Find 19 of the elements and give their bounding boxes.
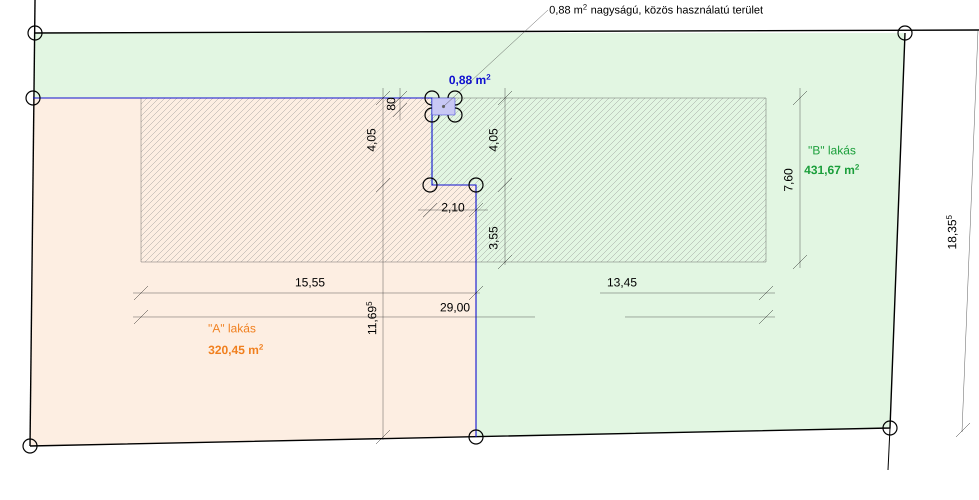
- dimension-label: 4,05: [489, 128, 499, 152]
- dimension-label: 3,55: [489, 226, 499, 250]
- dimension-label: 15,55: [296, 278, 324, 288]
- area-label: 431,67 m$^{2}$: [804, 164, 859, 176]
- unit-label: "B" lakás: [808, 146, 856, 154]
- leader-line: [443, 10, 548, 107]
- dimension-label: 7,60: [784, 168, 794, 192]
- dimension-label: 29,00: [440, 303, 470, 313]
- dimension-label: 13,45: [608, 278, 636, 288]
- area-label: 320,45 m$^{2}$: [208, 344, 264, 356]
- dimension-label: 80: [386, 98, 396, 110]
- shared-area-box: [432, 98, 456, 116]
- note-text: 0,88 m$^{2}$ nagyságú, közös használatú terület: [550, 4, 763, 16]
- dimension-label: 11,69$^{5}$: [366, 302, 378, 334]
- unit-label: "A" lakás: [208, 324, 256, 332]
- area-label: 0,88 m$^{2}$: [449, 74, 490, 86]
- dimension-label: 2,10: [442, 203, 464, 213]
- dimension-label: 4,05: [367, 128, 377, 152]
- dimension-label: 18,35$^{5}$: [946, 215, 958, 249]
